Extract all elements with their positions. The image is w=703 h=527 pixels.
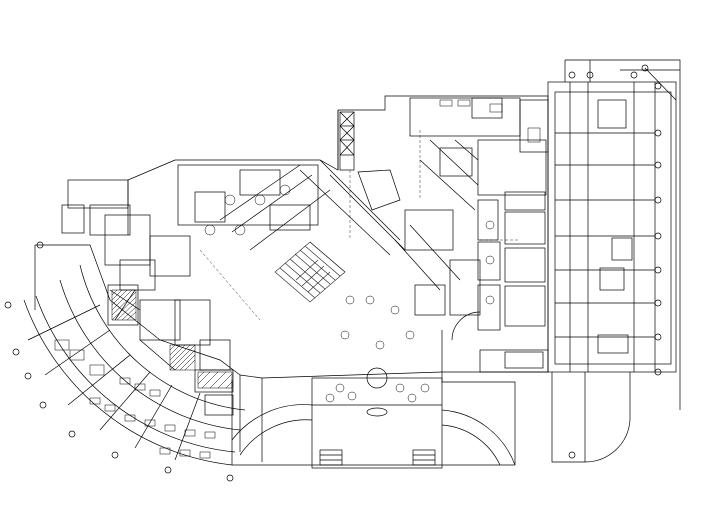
north-east-block [337,95,549,373]
south-entrance [231,367,516,469]
central-lobby [127,110,481,316]
west-curved-wing [23,179,246,466]
grid-bubbles-arc [4,241,234,482]
east-annex [547,59,681,463]
hatched-diamond [274,241,346,303]
grid-bubbles-right [568,64,662,459]
leader-lines [199,130,520,321]
cross-hatched-rooms [111,289,233,389]
furniture [54,99,541,459]
